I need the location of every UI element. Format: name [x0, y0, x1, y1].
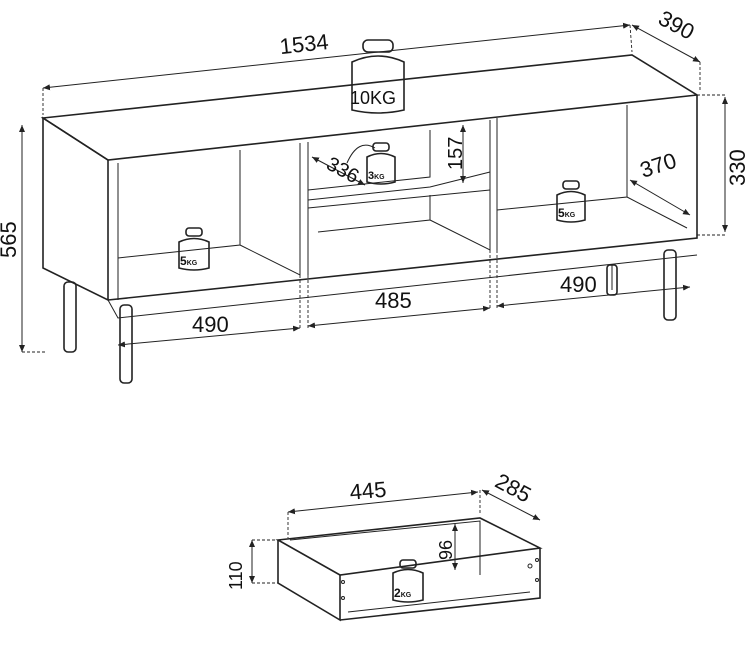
- shelf-height-label: 157: [445, 137, 467, 170]
- middle-width-label: 485: [375, 288, 412, 313]
- side-depth-label: 370: [637, 148, 680, 183]
- width-label: 1534: [278, 29, 329, 59]
- shelf-depth-label: 336: [323, 153, 363, 188]
- svg-text:10KG: 10KG: [350, 88, 396, 108]
- drawer-body: [275, 517, 543, 622]
- weight-icon-10kg: 10KG: [350, 39, 405, 114]
- svg-text:5KG: 5KG: [180, 254, 198, 268]
- height-label: 565: [0, 221, 21, 258]
- left-width-label: 490: [192, 312, 229, 337]
- drawer-inner-height-label: 96: [436, 540, 456, 560]
- cabinet-body: [40, 54, 700, 319]
- drawer-depth-label: 285: [491, 468, 535, 507]
- weight-icon-3kg: 3KG: [346, 142, 396, 185]
- svg-text:3KG: 3KG: [368, 170, 385, 182]
- drawer-dimension-lines: [249, 489, 541, 584]
- inner-height-label: 330: [725, 149, 750, 186]
- weight-icon-5kg-right: 5KG: [556, 180, 586, 223]
- cabinet-legs: [63, 249, 677, 384]
- svg-text:2KG: 2KG: [394, 586, 412, 600]
- drawer-width-label: 445: [349, 477, 388, 505]
- svg-text:5KG: 5KG: [558, 206, 576, 220]
- weight-icon-5kg-left: 5KG: [178, 227, 210, 271]
- dimension-lines: [19, 22, 728, 353]
- depth-label: 390: [654, 5, 698, 44]
- right-width-label: 490: [560, 272, 597, 297]
- weight-icon-2kg: 2KG: [392, 559, 424, 603]
- drawer-height-label: 110: [226, 561, 246, 590]
